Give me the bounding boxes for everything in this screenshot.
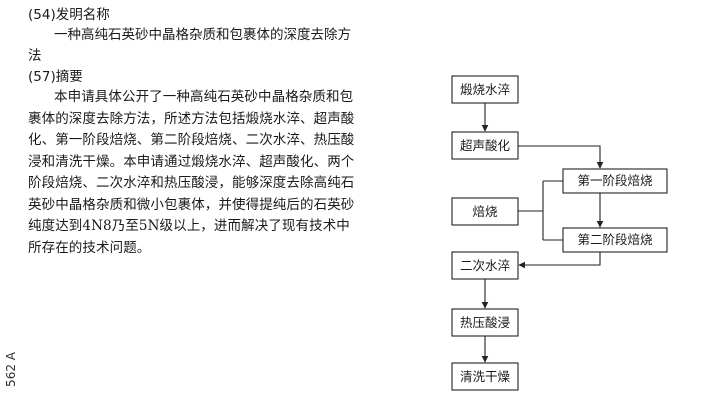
invention-title: 一种高纯石英砂中晶格杂质和包裹体的深度去除方法 [28, 27, 351, 64]
label-wash-dry: 清洗干燥 [460, 369, 511, 384]
label-hot-acid: 热压酸浸 [460, 315, 510, 330]
label-calcine-quench: 煅烧水淬 [460, 82, 510, 97]
label-stage1: 第一阶段焙烧 [577, 173, 653, 188]
label-roasting: 焙烧 [472, 204, 498, 219]
arrow-to-second-quench [518, 252, 601, 269]
label-ultrasonic-acid: 超声酸化 [460, 138, 511, 153]
title-section-label: (54)发明名称 [28, 7, 110, 23]
box-wash-dry [451, 362, 519, 391]
text-column: (54)发明名称 一种高纯石英砂中晶格杂质和包裹体的深度去除方法 (57)摘要 … [28, 6, 363, 259]
arrow-to-stage1 [518, 145, 604, 169]
abstract-text: 本申请具体公开了一种高纯石英砂中晶格杂质和包裹体的深度去除方法，所述方法包括煅烧… [28, 89, 355, 256]
label-stage2: 第二阶段焙烧 [577, 232, 653, 247]
label-second-quench: 二次水淬 [460, 258, 510, 273]
abstract-section-label: (57)摘要 [28, 69, 83, 85]
